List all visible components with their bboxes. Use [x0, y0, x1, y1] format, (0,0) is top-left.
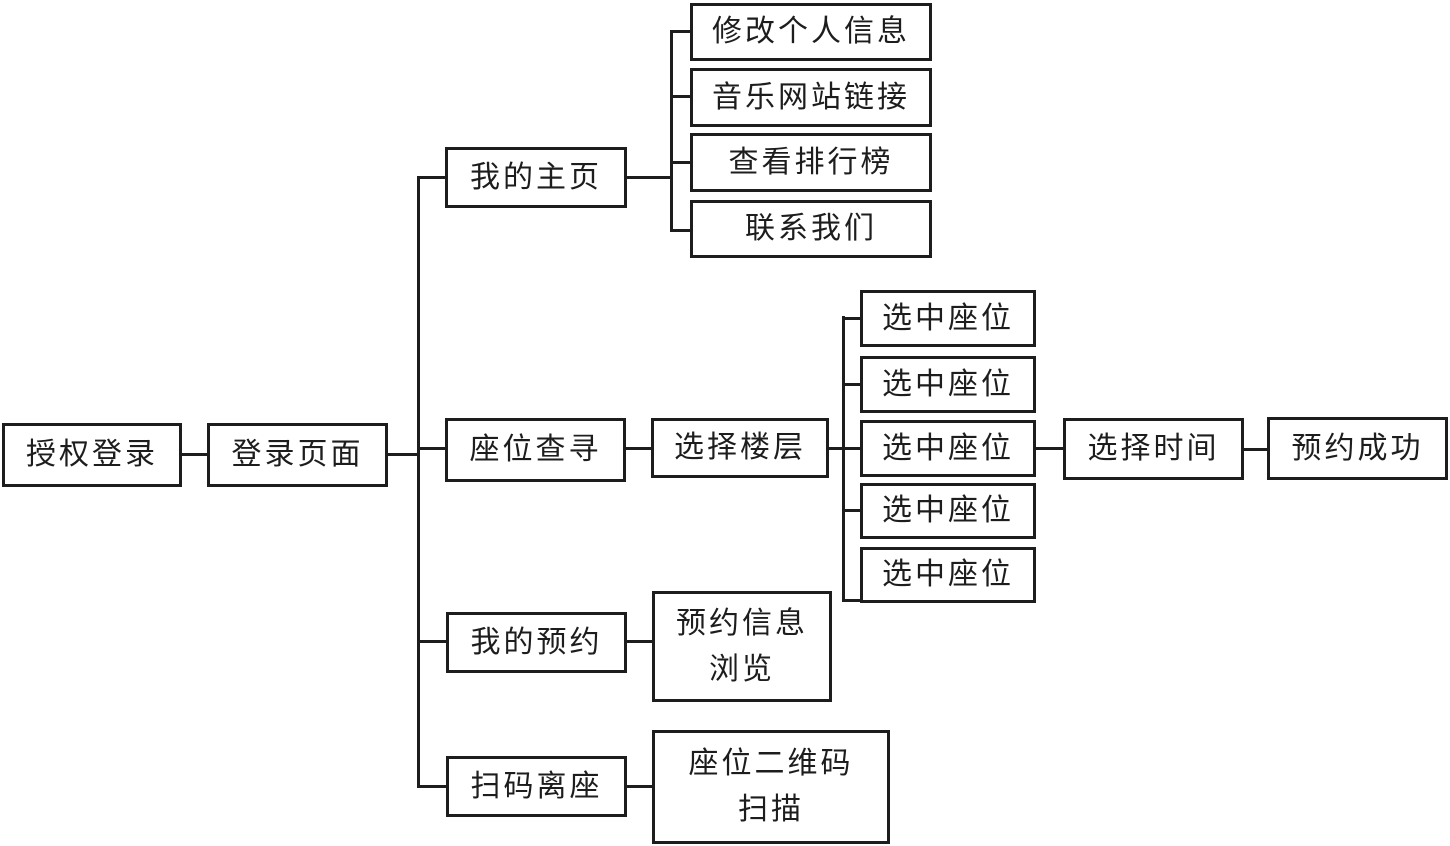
node-my-reservation: 我的预约: [446, 612, 627, 673]
edge-my-reservation-to-info-browse: [627, 640, 652, 643]
edge-trunk-to-seat-search: [417, 447, 445, 450]
edge-trunk-to-my-homepage: [417, 176, 445, 179]
edge-seat-search-to-select-floor: [626, 447, 651, 450]
edge-homepage-bracket-vertical: [670, 30, 673, 232]
edge-seat-3-to-select-time: [1036, 447, 1063, 450]
node-select-time: 选择时间: [1063, 418, 1244, 480]
edge-scan-code-to-qrcode-scan: [627, 785, 652, 788]
node-contact-us: 联系我们: [690, 200, 932, 258]
edge-my-homepage-to-bracket: [627, 176, 673, 179]
node-scan-code-leave-seat: 扫码离座: [446, 756, 627, 817]
edge-trunk-vertical: [417, 176, 420, 788]
edge-select-floor-to-bracket: [829, 447, 845, 450]
node-authorized-login: 授权登录: [2, 423, 182, 487]
edge-trunk-to-scan-code: [417, 785, 446, 788]
node-login-page: 登录页面: [207, 423, 388, 487]
node-selected-seat-1: 选中座位: [860, 290, 1036, 347]
edge-authorized-login-to-login-page: [182, 453, 207, 456]
node-seat-search: 座位查寻: [445, 418, 626, 482]
edge-trunk-to-my-reservation: [417, 640, 446, 643]
node-my-homepage: 我的主页: [445, 147, 627, 208]
edge-bracket-to-seat-1: [842, 317, 860, 320]
edge-select-time-to-reservation-success: [1244, 448, 1267, 451]
edge-bracket-to-edit-personal-info: [670, 30, 690, 33]
edge-bracket-to-view-ranking: [670, 161, 690, 164]
edge-bracket-to-seat-3: [842, 447, 860, 450]
edge-bracket-to-contact-us: [670, 229, 690, 232]
edge-login-page-to-trunk: [388, 453, 420, 456]
node-select-floor: 选择楼层: [651, 418, 829, 478]
node-selected-seat-4: 选中座位: [860, 483, 1036, 539]
node-reservation-info-browse: 预约信息 浏览: [652, 591, 832, 702]
node-selected-seat-5: 选中座位: [860, 547, 1036, 603]
edge-bracket-to-seat-5: [842, 599, 860, 602]
node-edit-personal-info: 修改个人信息: [690, 3, 932, 61]
edge-bracket-to-seat-4: [842, 509, 860, 512]
node-view-ranking: 查看排行榜: [690, 133, 932, 192]
edge-bracket-to-seat-2: [842, 383, 860, 386]
node-selected-seat-2: 选中座位: [860, 356, 1036, 413]
node-music-site-link: 音乐网站链接: [690, 68, 932, 127]
node-reservation-success: 预约成功: [1267, 417, 1448, 480]
node-selected-seat-3: 选中座位: [860, 420, 1036, 477]
edge-bracket-to-music-site-link: [670, 95, 690, 98]
node-seat-qrcode-scan: 座位二维码 扫描: [652, 730, 890, 844]
edge-seat-bracket-vertical: [842, 316, 845, 602]
